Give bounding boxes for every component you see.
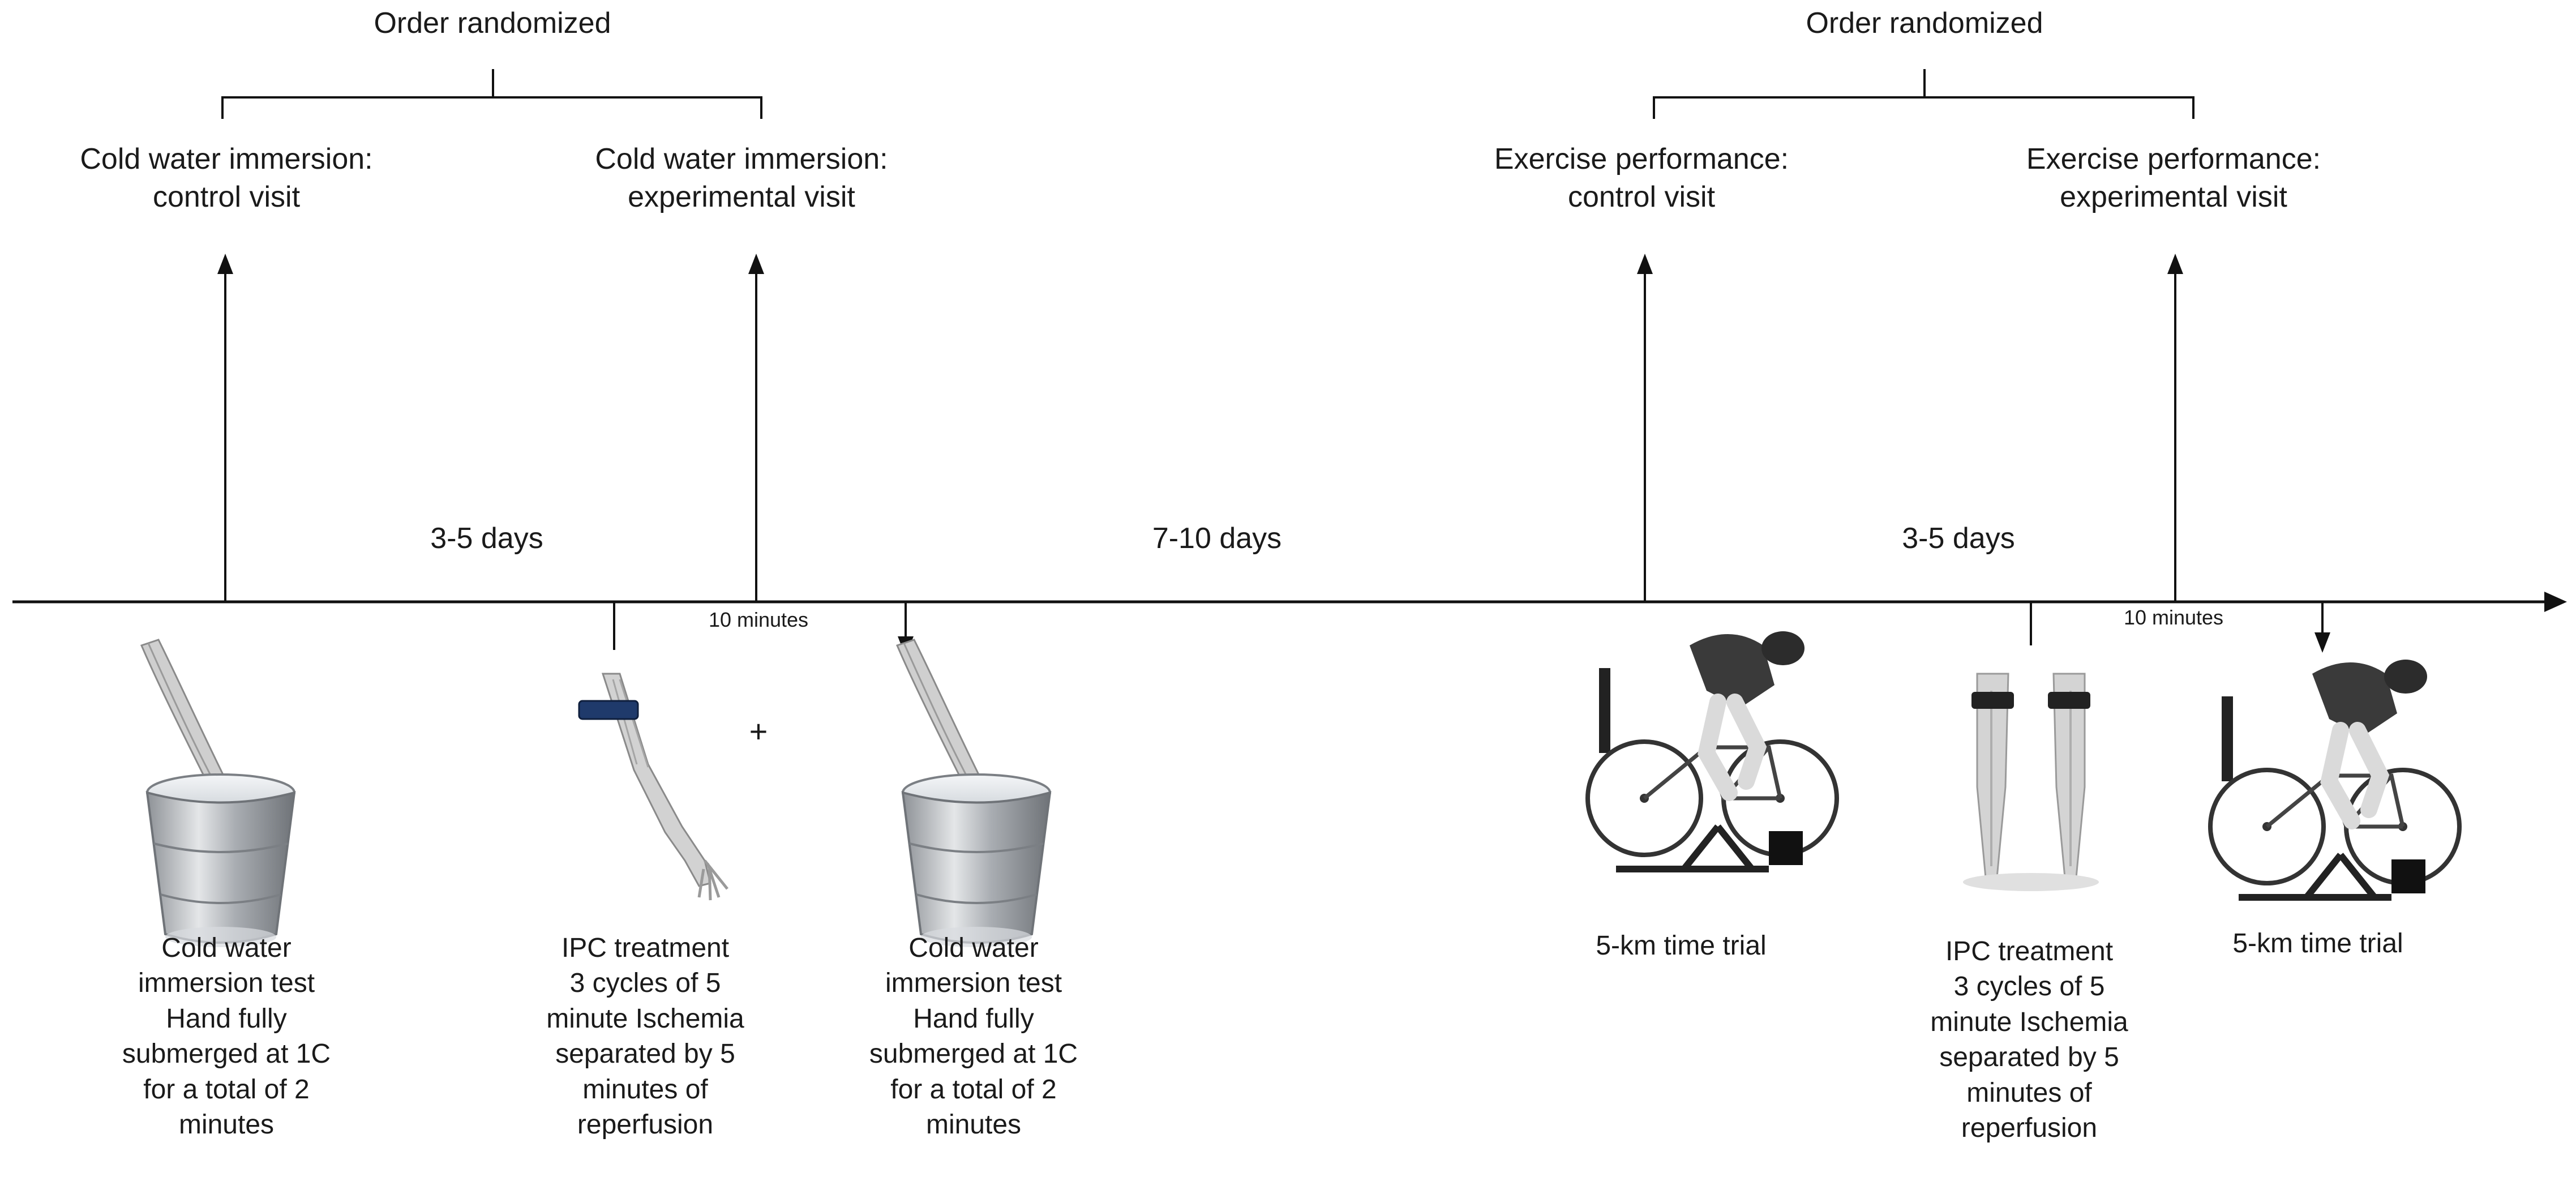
leg-cuff-left	[1971, 692, 2014, 709]
timeline-arrowhead	[2544, 592, 2567, 612]
cuff-shape	[578, 700, 639, 720]
ice-bucket-icon-2	[895, 639, 1052, 947]
bracket-phase1	[221, 69, 762, 119]
caption-tt-control: 5-km time trial	[1596, 931, 1767, 961]
exercise-control-visit-label: Exercise performance:control visit	[1494, 143, 1789, 213]
interval-label-middle: 7-10 days	[1152, 522, 1282, 555]
delay-connector-exercise	[2030, 601, 2324, 645]
cyclist-trainer-icon-1	[1585, 631, 1839, 872]
interval-label-phase2: 3-5 days	[1902, 522, 2015, 555]
cwi-control-visit-label: Cold water immersion:control visit	[80, 143, 373, 213]
ice-bucket-icon-1	[140, 639, 296, 947]
cwi-experimental-visit-label: Cold water immersion:experimental visit	[595, 143, 888, 213]
order-randomized-label-phase1: Order randomized	[374, 7, 611, 40]
arm-cuff-icon	[578, 673, 728, 901]
arrow-cwi-control	[217, 254, 233, 602]
exercise-experimental-visit-label: Exercise performance:experimental visit	[2026, 143, 2321, 213]
arrow-exercise-control	[1637, 254, 1653, 602]
legs-cuff-icon	[1963, 673, 2099, 891]
delay-arrowhead-exercise	[2314, 632, 2330, 653]
delay-connector-cwi	[613, 602, 907, 650]
interval-label-phase1: 3-5 days	[430, 522, 543, 555]
plus-sign: +	[749, 713, 768, 749]
delay-label-cwi: 10 minutes	[708, 608, 809, 631]
order-randomized-label-phase2: Order randomized	[1806, 7, 2043, 40]
caption-tt-experimental: 5-km time trial	[2232, 928, 2403, 959]
leg-cuff-right	[2048, 692, 2090, 709]
arrow-exercise-experimental	[2167, 254, 2183, 602]
bracket-phase2	[1653, 69, 2194, 119]
arrow-cwi-experimental	[748, 254, 764, 602]
delay-label-exercise: 10 minutes	[2123, 606, 2224, 629]
cyclist-trainer-icon-2	[2208, 660, 2462, 901]
